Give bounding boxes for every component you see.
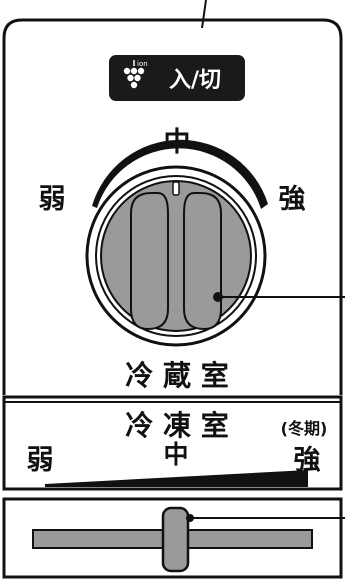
freezer-strength-wedge <box>45 470 308 487</box>
slider-thumb[interactable] <box>161 506 190 573</box>
power-button-label: 入/切 <box>169 68 221 93</box>
power-button[interactable]: ion 入/切 <box>109 55 245 101</box>
freezer-winter-label: (冬期) <box>281 419 328 438</box>
slider-panel-border <box>2 497 343 579</box>
freezer-label-mid: 中 <box>163 440 188 469</box>
ion-icon-text: ion <box>137 60 148 68</box>
fridge-label-weak: 弱 <box>39 184 66 215</box>
top-leader-line <box>201 0 207 29</box>
dial-indicator-mark <box>172 181 180 196</box>
upper-panel-border <box>2 18 343 395</box>
freezer-label-weak: 弱 <box>27 445 54 476</box>
dial-knob[interactable] <box>130 181 222 331</box>
fridge-label-strong: 強 <box>279 184 306 215</box>
fridge-title: 冷 蔵 室 <box>125 359 229 392</box>
dial-face <box>100 180 252 332</box>
strength-arc <box>92 139 268 209</box>
grapes-ion-icon: ion <box>123 60 148 89</box>
freezer-panel-border <box>2 395 343 491</box>
freezer-title: 冷 凍 室 <box>125 409 229 442</box>
